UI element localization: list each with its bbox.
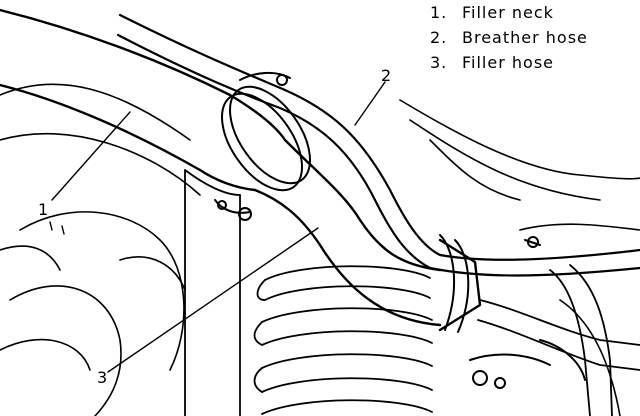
callout-1: 1 xyxy=(38,200,49,219)
legend-number: 3. xyxy=(430,53,448,72)
legend-item: 1. Filler neck xyxy=(430,0,588,25)
lower-clamps xyxy=(439,234,586,389)
legend-label: Filler neck xyxy=(462,3,554,22)
legend: 1. Filler neck 2. Breather hose 3. Filler h… xyxy=(430,0,588,75)
filler-hose xyxy=(253,138,482,332)
callout-3: 3 xyxy=(97,368,108,387)
background-contours xyxy=(0,83,640,416)
leader-line-2 xyxy=(354,81,386,126)
legend-item: 2. Breather hose xyxy=(430,25,588,50)
breather-hose xyxy=(116,13,640,277)
leader-lines xyxy=(51,81,386,373)
leader-line-1 xyxy=(51,111,131,201)
legend-number: 1. xyxy=(430,3,448,22)
tick-marks xyxy=(49,221,65,235)
legend-label: Filler hose xyxy=(462,53,554,72)
coil-spring xyxy=(253,265,433,415)
filler-neck-clamp xyxy=(214,72,311,221)
lower-pipes xyxy=(477,264,640,416)
callout-2: 2 xyxy=(381,66,392,85)
legend-label: Breather hose xyxy=(462,28,588,47)
legend-item: 3. Filler hose xyxy=(430,50,588,75)
body-panel xyxy=(184,169,241,416)
leader-line-3 xyxy=(107,227,319,373)
legend-number: 2. xyxy=(430,28,448,47)
filler-neck xyxy=(0,8,287,192)
